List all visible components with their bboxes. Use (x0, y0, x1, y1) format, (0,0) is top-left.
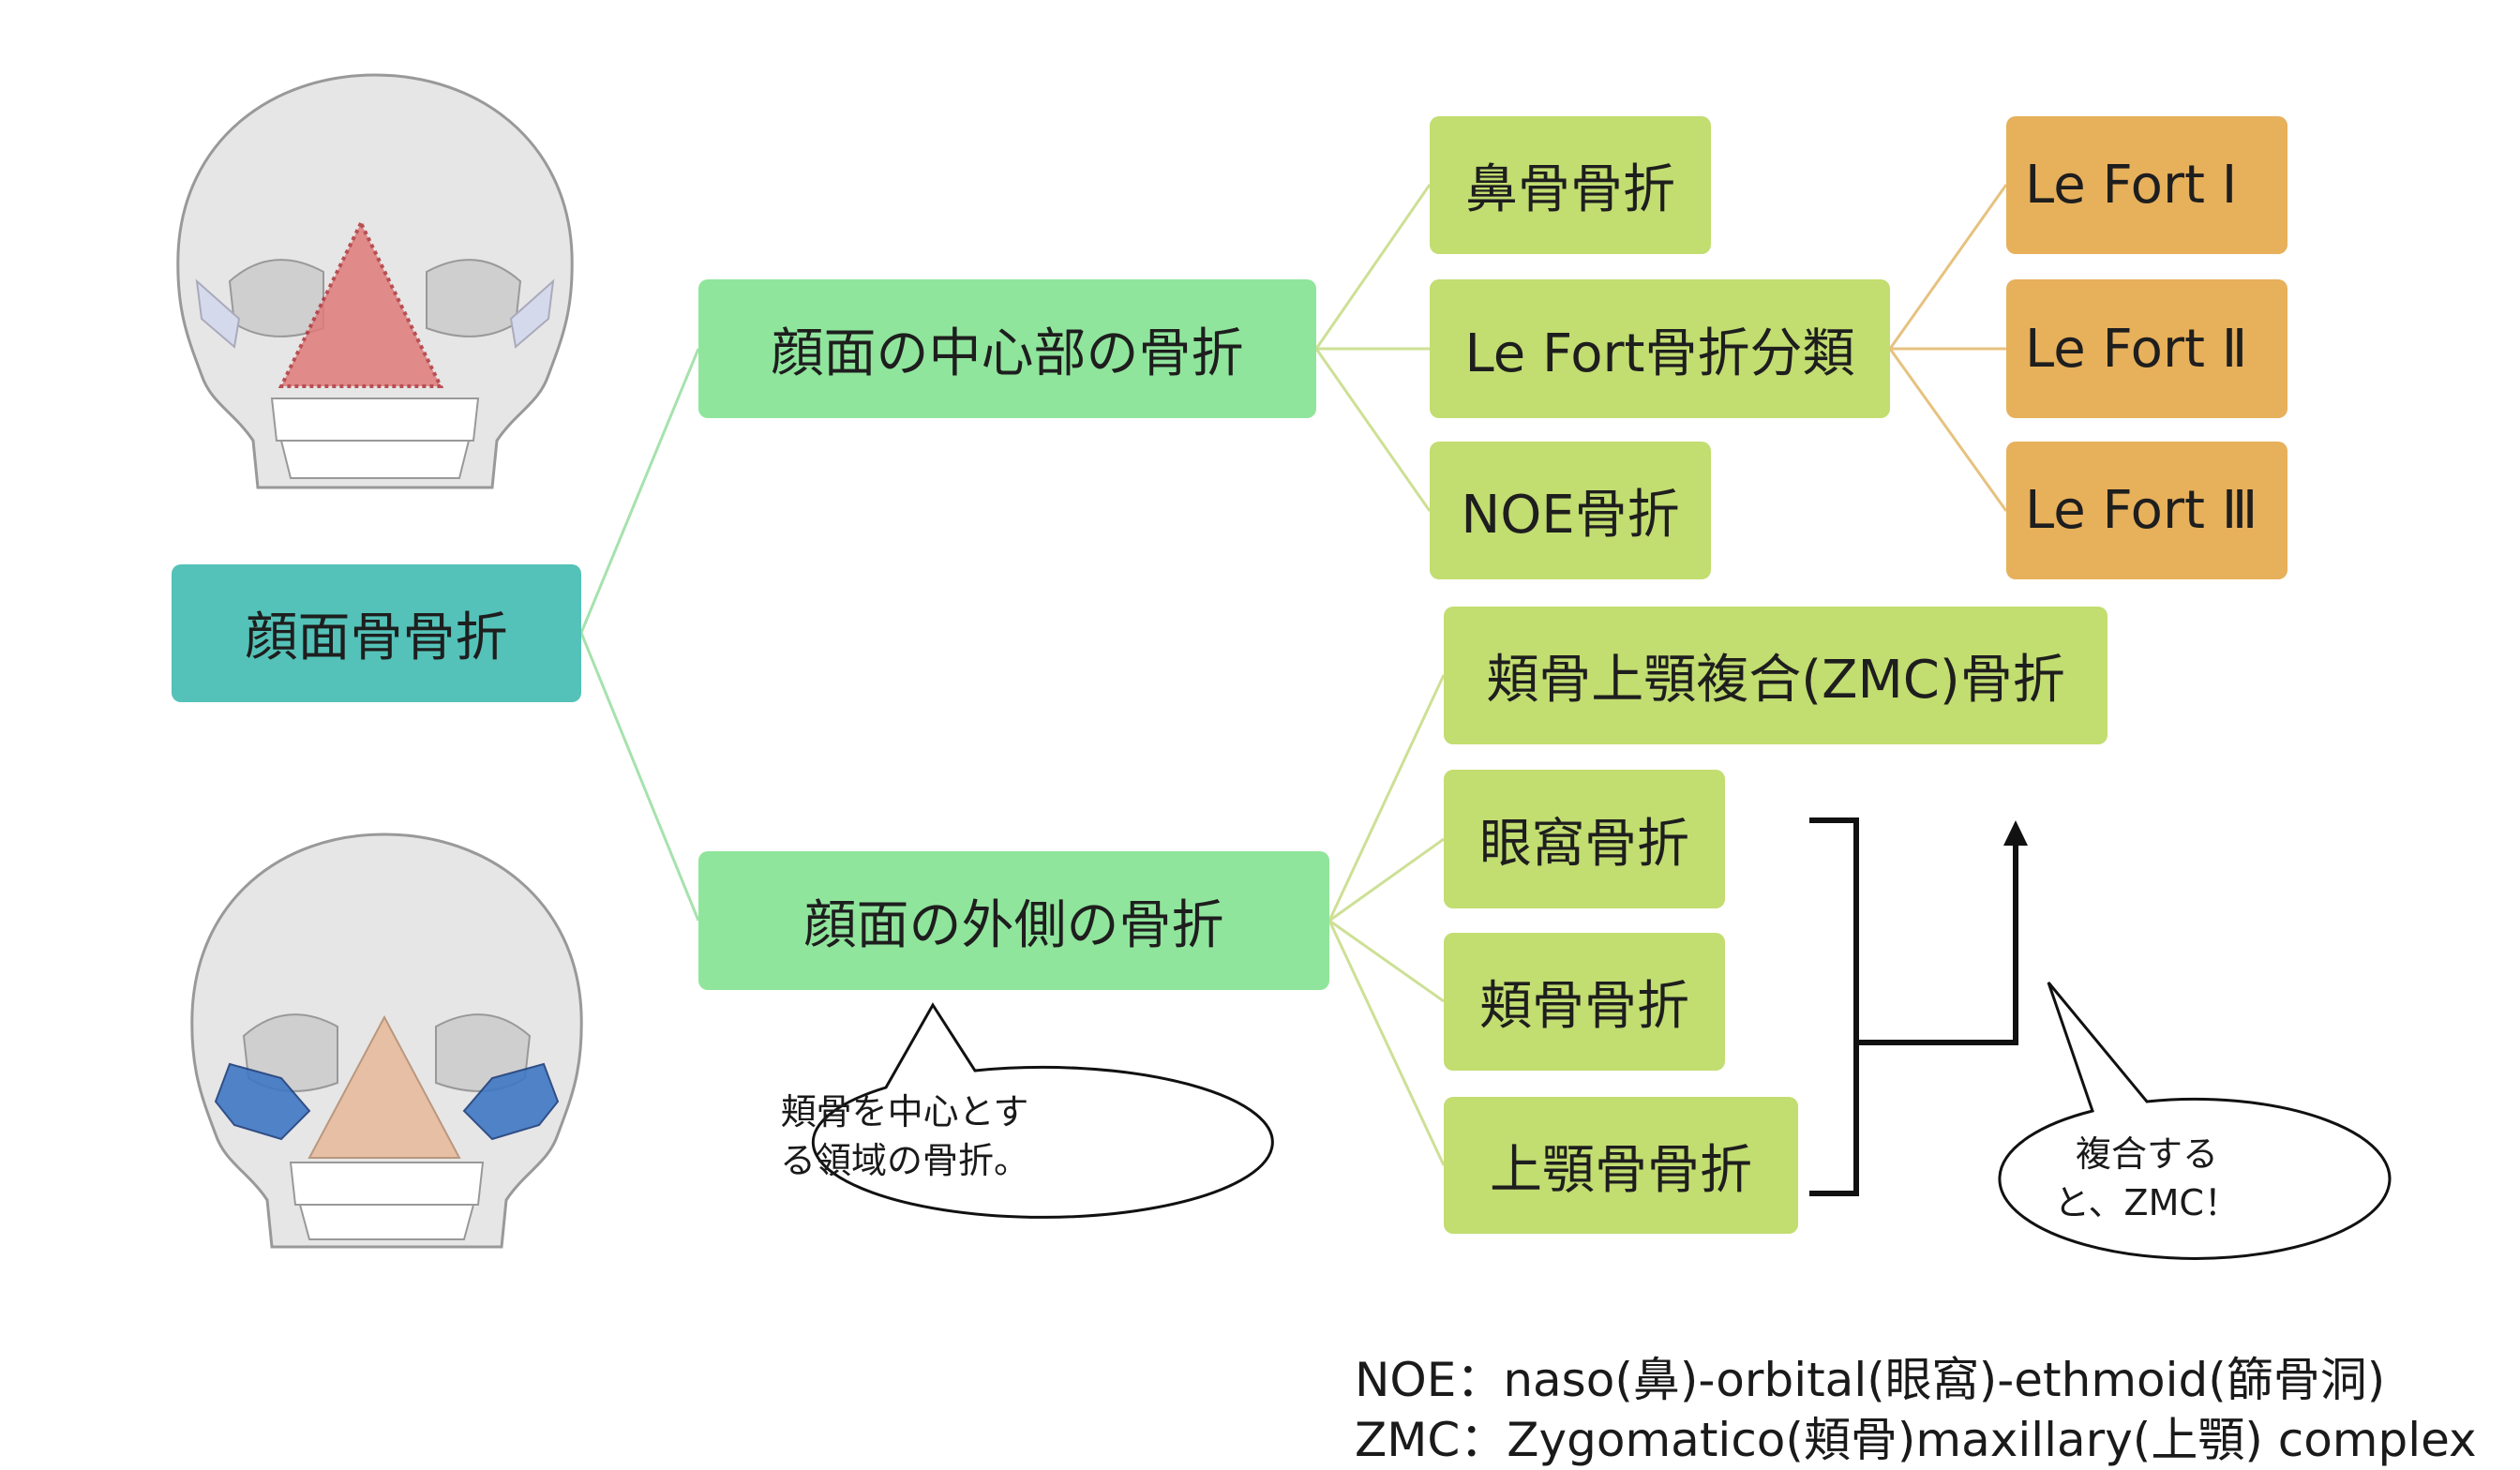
skull-zygomatic-icon (190, 832, 583, 1249)
legend-noe: NOE：naso(鼻)-orbital(眼窩)-ethmoid(篩骨洞) (1355, 1353, 2386, 1407)
lefort-classification-node: Le Fort骨折分類 (1430, 279, 1890, 418)
nasal-fracture-node: 鼻骨骨折 (1430, 116, 1711, 254)
outer-note-line-1: 頬骨を中心とす (780, 1091, 1029, 1132)
zmc-note-bubble (1998, 982, 2392, 1260)
orbital-fracture-node: 眼窩骨折 (1444, 770, 1725, 908)
lefort-2-node: Le Fort Ⅱ (2006, 279, 2288, 418)
root-node: 顔面骨骨折 (172, 564, 581, 702)
lefort-3-node: Le Fort Ⅲ (2006, 442, 2288, 579)
skull-nasal-icon (176, 73, 574, 489)
outer-note-line-2: る領域の骨折。 (779, 1140, 1029, 1181)
maxillary-fracture-node: 上顎骨骨折 (1444, 1097, 1798, 1234)
legend-zmc: ZMC：Zygomatico(頬骨)maxillary(上顎) complex (1355, 1413, 2477, 1467)
arrow-up-icon (2003, 820, 2028, 846)
zmc-note-text: 複合する と、ZMC！ (1988, 1130, 2306, 1227)
outer-note-bubble (811, 1002, 1274, 1219)
center-fracture-node: 顔面の中心部の骨折 (698, 279, 1316, 418)
outer-fracture-node: 顔面の外側の骨折 (698, 851, 1329, 990)
zmc-bracket (1809, 818, 2018, 1196)
outer-connectors (1328, 674, 1446, 1166)
root-connectors (579, 348, 700, 922)
outer-note-text: 頬骨を中心とす る領域の骨折。 (736, 1088, 1073, 1185)
lefort-1-node: Le Fort Ⅰ (2006, 116, 2288, 254)
noe-fracture-node: NOE骨折 (1430, 442, 1711, 579)
center-connectors (1314, 184, 1432, 512)
zmc-note-line-2: と、ZMC！ (2054, 1182, 2240, 1223)
zmc-note-line-1: 複合する (2075, 1133, 2218, 1175)
zygomatic-fracture-node: 頬骨骨折 (1444, 933, 1725, 1071)
lefort-connectors (1888, 184, 2008, 512)
zmc-fracture-node: 頬骨上顎複合(ZMC)骨折 (1444, 607, 2108, 744)
